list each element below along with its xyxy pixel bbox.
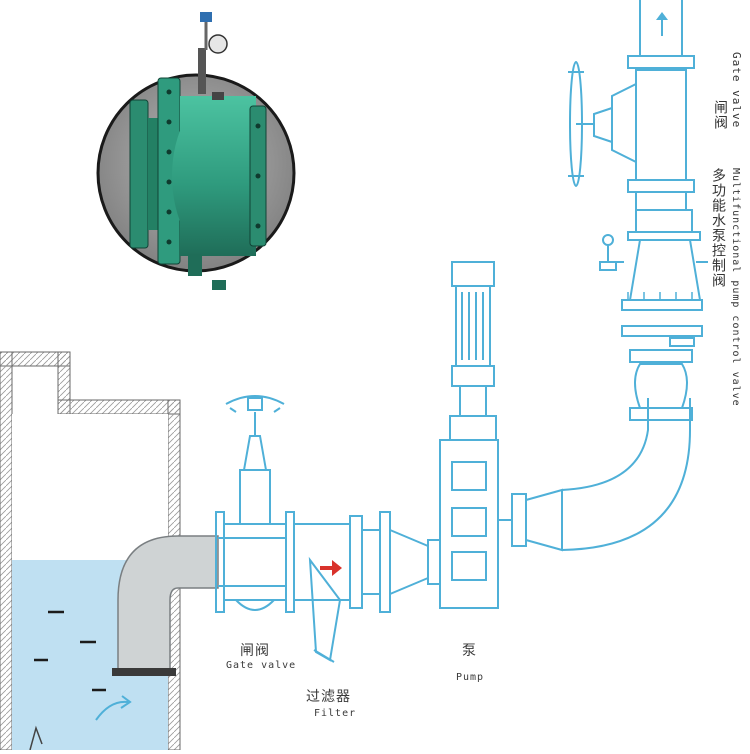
- control-valve-label-en: Multifunctional pump control valve: [730, 168, 741, 407]
- gate-valve-right: [568, 55, 695, 211]
- filter-label-cn: 过滤器: [306, 689, 351, 705]
- expansion-joint: [629, 349, 693, 421]
- filter-strainer: [293, 511, 391, 663]
- pump: [439, 261, 512, 609]
- valve-photo: [96, 12, 296, 290]
- gate-valve-label-cn: 闸阀: [240, 643, 270, 659]
- outlet-arrow-icon: [656, 12, 668, 36]
- reducer-inlet: [389, 529, 441, 595]
- right-gate-valve-label-cn: 闸阀: [712, 100, 728, 130]
- pump-label-en: Pump: [456, 672, 485, 683]
- outlet-pipe: [639, 0, 683, 56]
- flow-arrow-icon: [320, 560, 342, 576]
- filter-label-en: Filter: [314, 708, 357, 719]
- multifunctional-control-valve: [599, 209, 708, 347]
- break-line: [29, 725, 43, 751]
- control-valve-label-cn: 多功能水泵控制阀: [710, 168, 726, 288]
- suction-pipe: [95, 535, 219, 721]
- discharge-pipe: [511, 398, 691, 552]
- valve-photo-body: [129, 12, 267, 290]
- gate-valve-left: [215, 395, 295, 613]
- gate-valve-label-en: Gate valve: [226, 660, 297, 671]
- pump-label-cn: 泵: [462, 643, 477, 659]
- right-gate-valve-label-en: Gate valve: [730, 52, 743, 129]
